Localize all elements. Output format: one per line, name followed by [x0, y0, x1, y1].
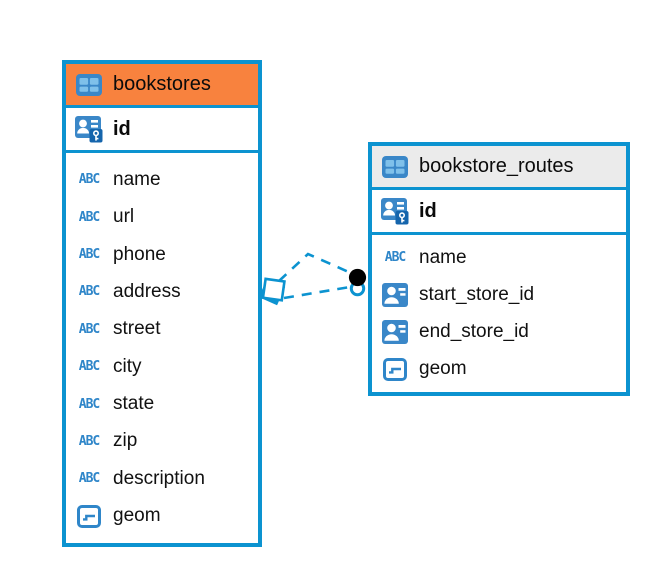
fk-type-icon: [380, 282, 410, 307]
text-type-icon: ABC: [78, 209, 101, 225]
column-label: description: [113, 467, 205, 489]
entity-header-bookstores[interactable]: bookstores: [66, 64, 258, 108]
column-label: start_store_id: [419, 283, 535, 305]
column-label: name: [419, 246, 467, 268]
primary-key-icon: [74, 115, 104, 143]
table-icon: [74, 73, 104, 96]
primary-key-icon: [380, 197, 410, 225]
column-row[interactable]: ABC city: [66, 348, 258, 385]
text-type-icon: ABC: [78, 284, 101, 300]
column-row-pk[interactable]: id: [66, 108, 258, 153]
fk-type-icon: [380, 320, 410, 345]
column-label: id: [113, 117, 131, 140]
column-label: url: [113, 206, 135, 228]
column-label: id: [419, 199, 437, 222]
text-type-icon: ABC: [78, 396, 101, 412]
column-row[interactable]: ABC address: [66, 273, 258, 310]
entity-header-bookstore-routes[interactable]: bookstore_routes: [372, 146, 626, 190]
table-icon: [380, 155, 410, 178]
column-label: state: [113, 393, 155, 415]
column-row[interactable]: ABC url: [66, 198, 258, 235]
column-row[interactable]: ABC zip: [66, 423, 258, 460]
text-type-icon: ABC: [384, 250, 407, 266]
geometry-type-icon: [380, 357, 410, 381]
column-label: address: [113, 280, 181, 302]
column-row[interactable]: geom: [372, 351, 626, 388]
relationship-target-dot-marker[interactable]: [348, 268, 367, 297]
column-row[interactable]: start_store_id: [372, 276, 626, 313]
column-row[interactable]: ABC state: [66, 385, 258, 422]
column-label: phone: [113, 243, 166, 265]
text-type-icon: ABC: [78, 321, 101, 337]
relationship-line-start-store[interactable]: [278, 252, 352, 282]
relationship-line-end-store[interactable]: [283, 285, 351, 300]
column-row-pk[interactable]: id: [372, 190, 626, 235]
column-row[interactable]: ABC name: [66, 161, 258, 198]
column-row[interactable]: ABC street: [66, 311, 258, 348]
text-type-icon: ABC: [78, 433, 101, 449]
column-row[interactable]: geom: [66, 498, 258, 535]
text-type-icon: ABC: [78, 471, 101, 487]
column-row[interactable]: end_store_id: [372, 314, 626, 351]
text-type-icon: ABC: [78, 359, 101, 375]
column-row[interactable]: ABC name: [372, 239, 626, 276]
column-label: geom: [113, 505, 161, 527]
column-label: end_store_id: [419, 321, 529, 343]
column-label: zip: [113, 430, 138, 452]
text-type-icon: ABC: [78, 172, 101, 188]
text-type-icon: ABC: [78, 247, 101, 263]
entity-title: bookstore_routes: [419, 155, 574, 177]
entity-title: bookstores: [113, 73, 211, 95]
geometry-type-icon: [74, 504, 104, 528]
relationship-source-diamond-marker[interactable]: [258, 277, 286, 306]
column-label: street: [113, 318, 161, 340]
column-label: name: [113, 168, 161, 190]
column-label: city: [113, 355, 142, 377]
column-row[interactable]: ABC description: [66, 460, 258, 497]
column-label: geom: [419, 358, 467, 380]
entity-bookstore-routes[interactable]: bookstore_routes id ABC name start_store_i…: [368, 142, 630, 396]
column-row[interactable]: ABC phone: [66, 236, 258, 273]
